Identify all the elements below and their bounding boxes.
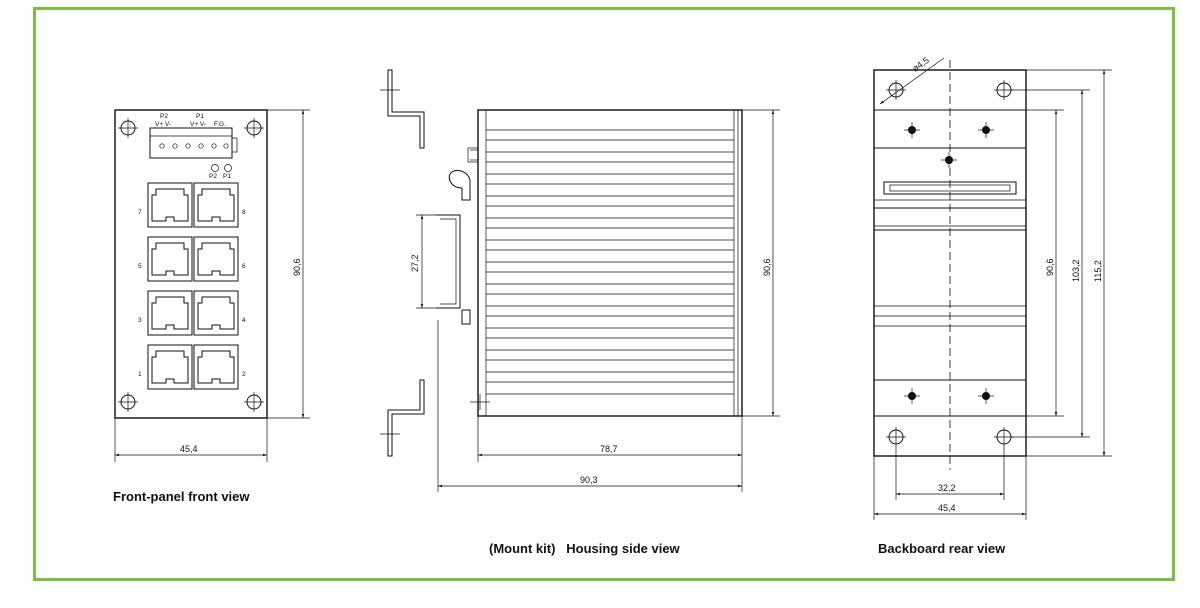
port-number-8: 8 (242, 209, 246, 216)
body-depth-dimension: 78,7 (600, 444, 618, 454)
side-dimension-lines (437, 109, 780, 492)
led-indicators (211, 164, 232, 172)
caption-side-view: (Mount kit) Housing side view (489, 541, 680, 556)
connector-pins-p2: V+ V- (155, 121, 171, 128)
lower-plate (873, 379, 1027, 417)
rj45-ports (147, 182, 239, 390)
port-number-3: 3 (138, 317, 142, 324)
connector-pins-p1: V+ V- (190, 121, 206, 128)
rail-dimension: 27,2 (410, 254, 420, 272)
rear-width-dimension: 45,4 (938, 503, 956, 513)
hole-spacing-dimension: 32,2 (938, 483, 956, 493)
port-number-7: 7 (138, 209, 142, 216)
led-label-p2: P2 (209, 173, 217, 180)
port-number-1: 1 (138, 371, 142, 378)
led-label-p1: P1 (223, 173, 231, 180)
port-number-5: 5 (138, 263, 142, 270)
hole-diameter-dimension: ø4,5 (910, 55, 930, 74)
front-panel-outline (114, 109, 268, 419)
caption-front-view: Front-panel front view (113, 489, 250, 504)
connector-label-p2: P2 (160, 113, 168, 120)
rear-height-dimension-1: 90,6 (1045, 258, 1055, 276)
mount-kit-bottom (380, 379, 425, 457)
power-connector (149, 127, 238, 159)
port-number-4: 4 (242, 317, 246, 324)
connector-label-fg: F.G. (214, 121, 226, 128)
rear-height-dimension-2: 103,2 (1071, 259, 1081, 282)
rail-clip (874, 181, 1026, 327)
hole-leader (879, 57, 945, 105)
front-panel-view: P2 P1 V+ V- V+ V- F.G. P2 P1 7 8 5 6 (114, 109, 310, 462)
front-width-dimension: 45,4 (180, 444, 198, 454)
front-height-dimension: 90,6 (292, 258, 302, 276)
side-view: 27,2 (380, 69, 780, 492)
rear-dimension-lines (873, 69, 1112, 520)
mount-kit-top (380, 69, 425, 149)
din-rail (416, 147, 479, 325)
rear-view: ø4,5 90,6 103,2 115,2 (873, 55, 1112, 520)
total-depth-dimension: 90,3 (580, 475, 598, 485)
port-number-2: 2 (242, 371, 246, 378)
rear-height-dimension-3: 115,2 (1093, 260, 1103, 282)
upper-plate (873, 109, 1027, 169)
housing-body (470, 109, 743, 417)
caption-rear-view: Backboard rear view (878, 541, 1006, 556)
connector-label-p1: P1 (196, 113, 204, 120)
side-height-dimension: 90,6 (762, 258, 772, 276)
front-dimension-lines (114, 109, 310, 462)
port-number-6: 6 (242, 263, 246, 270)
